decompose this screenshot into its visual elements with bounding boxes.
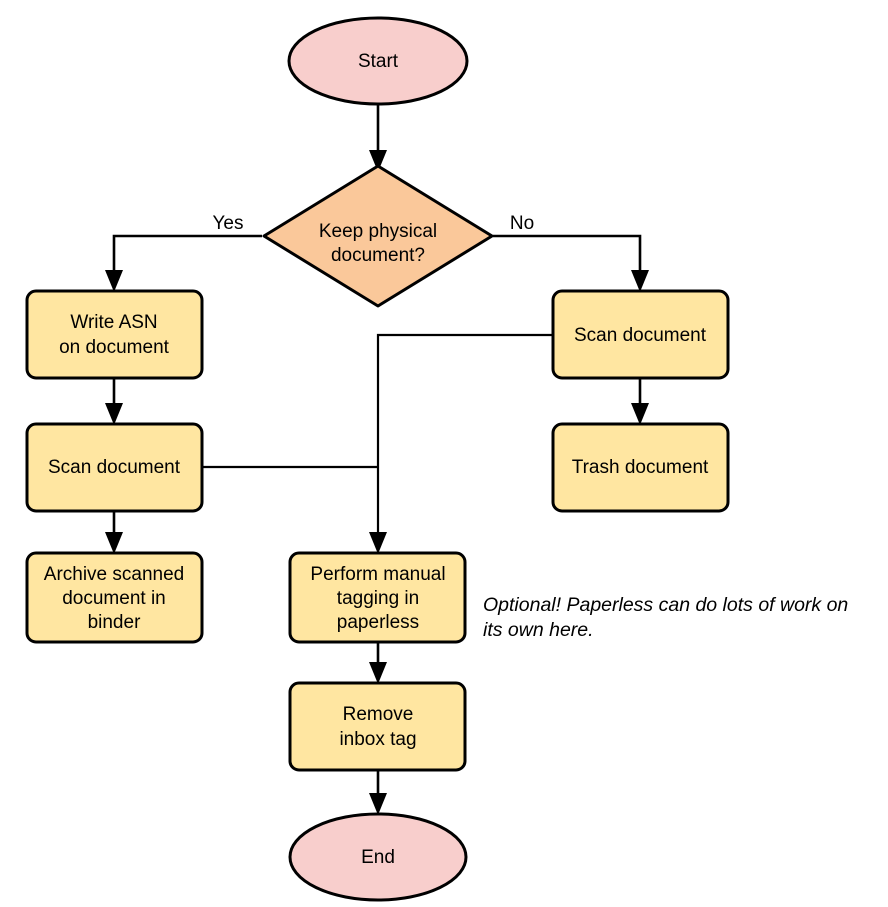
edge-scan-right-to-tagging xyxy=(369,333,552,554)
annotation-line1: Optional! Paperless can do lots of work … xyxy=(483,594,848,616)
node-perform-manual-tagging[interactable]: Perform manual tagging in paperless xyxy=(288,551,467,644)
node-tagging-label-line1: Perform manual xyxy=(310,564,445,585)
node-end-label: End xyxy=(361,847,395,868)
node-archive-label-line1: Archive scanned xyxy=(44,564,184,585)
edge-decision-no-to-scan-right xyxy=(493,234,649,292)
node-end[interactable]: End xyxy=(288,812,468,902)
node-tagging-label-line3: paperless xyxy=(337,612,419,633)
node-scan-document-left-label: Scan document xyxy=(48,457,181,478)
node-remove-inbox-label-line2: inbox tag xyxy=(339,729,416,750)
node-start[interactable]: Start xyxy=(287,16,469,106)
node-scan-document-right-label: Scan document xyxy=(574,325,707,346)
edge-decision-yes-to-write-asn xyxy=(105,234,262,292)
node-write-asn-on-document[interactable]: Write ASN on document xyxy=(25,289,204,380)
edge-tagging-to-remove-inbox xyxy=(369,643,387,684)
node-remove-inbox-tag[interactable]: Remove inbox tag xyxy=(288,681,467,772)
node-decision-keep-physical-document[interactable]: Keep physical document? xyxy=(262,164,494,308)
node-remove-inbox-label-line1: Remove xyxy=(343,704,414,725)
node-tagging-label-line2: tagging in xyxy=(337,588,419,609)
edge-remove-inbox-to-end xyxy=(369,770,387,815)
node-archive-label-line3: binder xyxy=(88,612,141,633)
annotation-line2: its own here. xyxy=(483,619,594,641)
node-archive-scanned-document[interactable]: Archive scanned document in binder xyxy=(25,551,204,644)
node-scan-document-right[interactable]: Scan document xyxy=(551,289,730,380)
annotation-note: Optional! Paperless can do lots of work … xyxy=(483,594,848,641)
node-trash-document-label: Trash document xyxy=(572,457,709,478)
node-decision-label-line1: Keep physical xyxy=(319,221,437,242)
edge-write-asn-to-scan-left xyxy=(105,379,123,425)
node-scan-document-left[interactable]: Scan document xyxy=(25,422,204,513)
edge-label-no: No xyxy=(510,213,534,234)
node-start-label: Start xyxy=(358,51,399,72)
node-write-asn-label-line2: on document xyxy=(59,337,170,358)
node-trash-document[interactable]: Trash document xyxy=(551,422,730,513)
edge-start-to-decision xyxy=(369,104,387,172)
node-write-asn-label-line1: Write ASN xyxy=(70,312,157,333)
node-decision-label-line2: document? xyxy=(331,245,425,266)
edge-label-yes: Yes xyxy=(213,213,244,234)
edge-scan-left-to-archive xyxy=(105,511,123,554)
node-archive-label-line2: document in xyxy=(62,588,166,609)
edge-scan-right-to-trash xyxy=(631,379,649,425)
